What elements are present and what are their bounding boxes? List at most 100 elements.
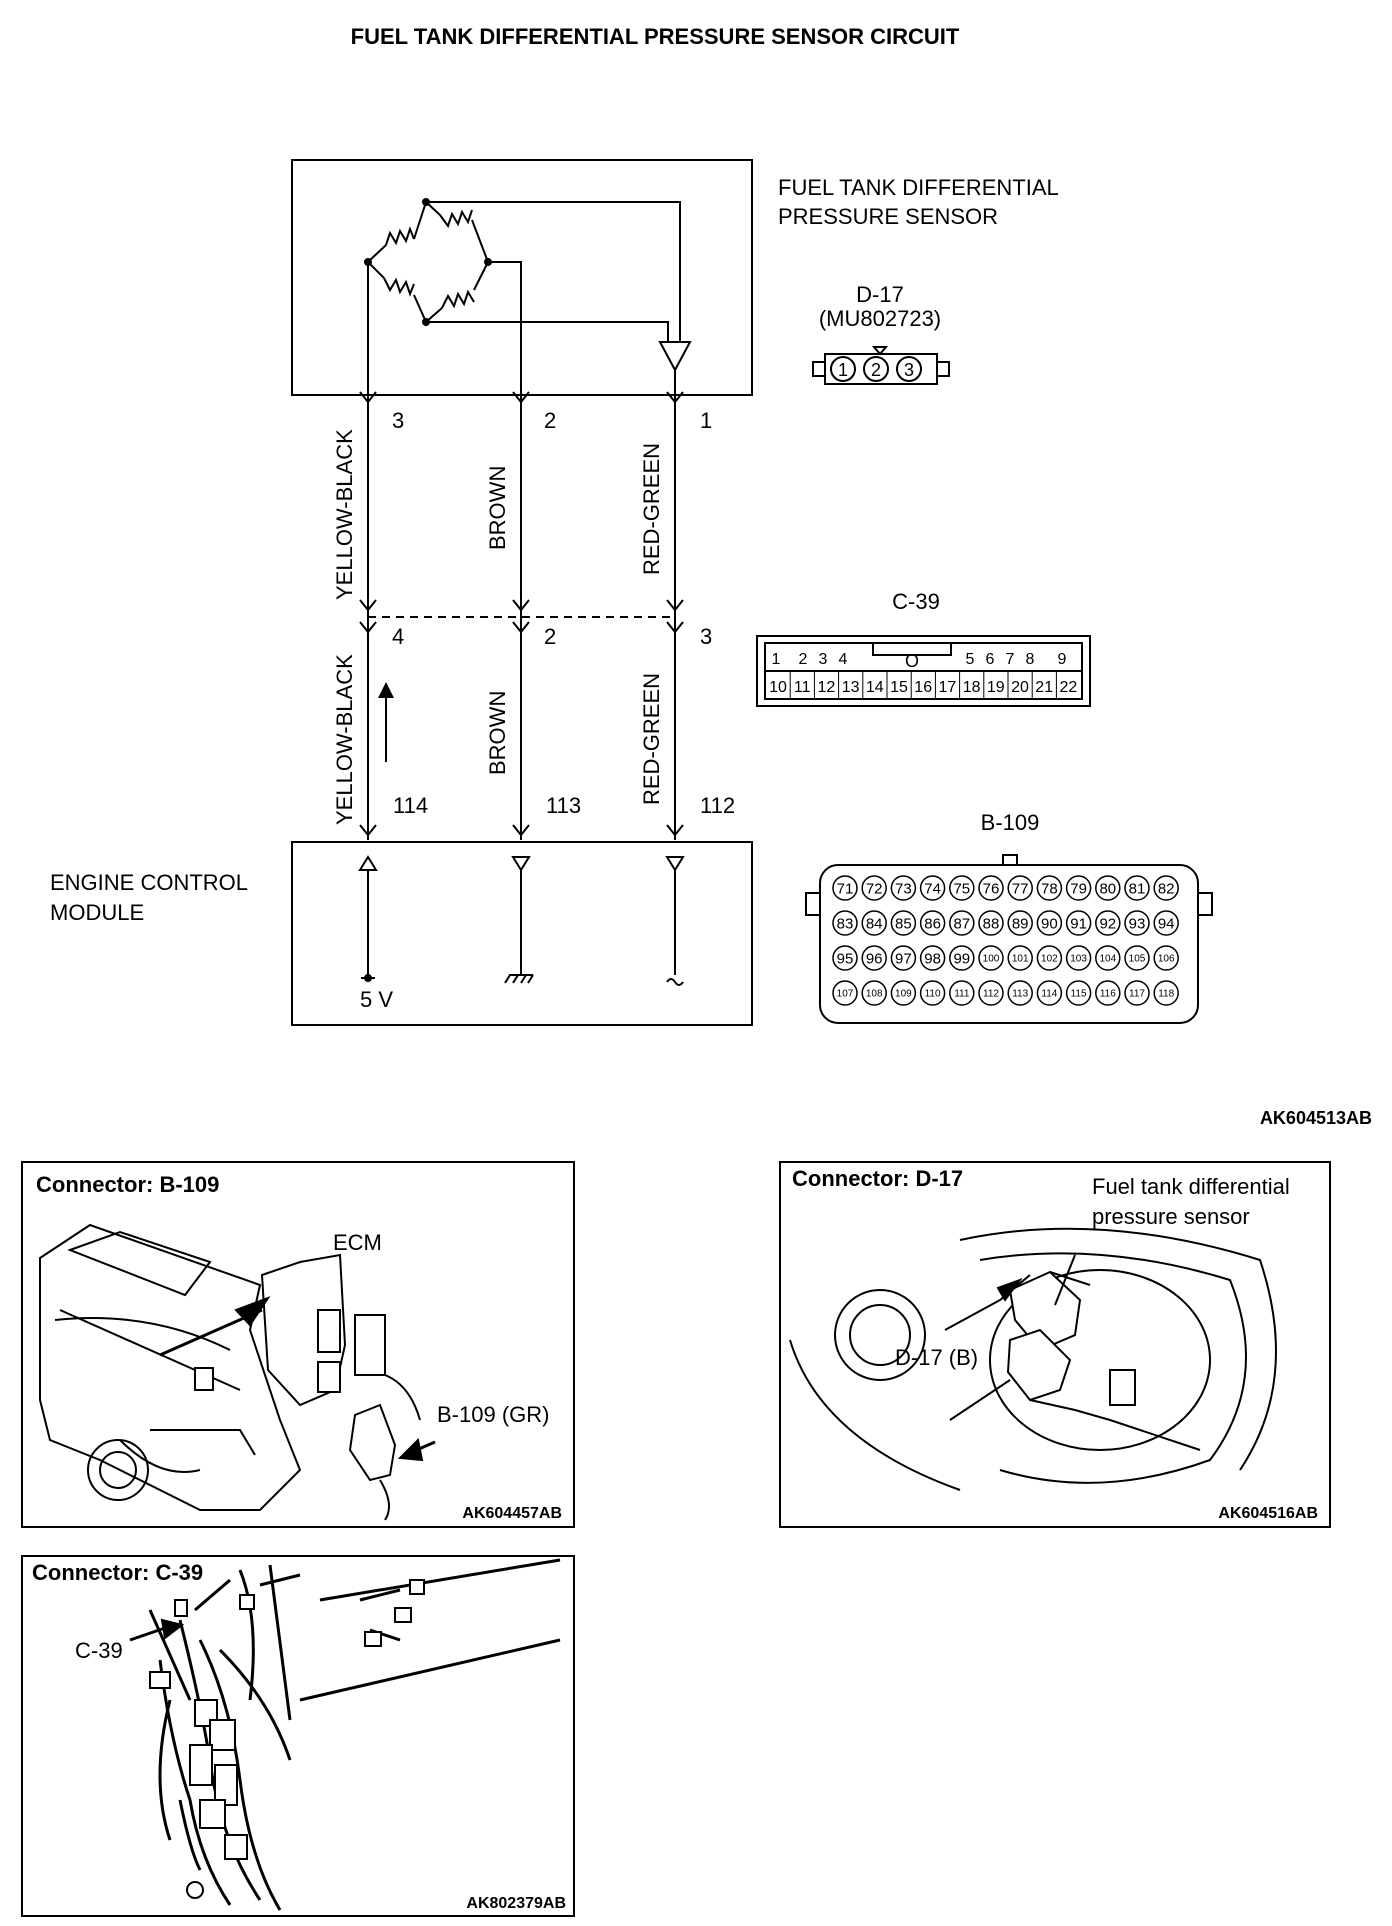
b109-pin-circle [832,875,858,901]
b109-pin: 107 [837,989,854,1000]
b109-pin-circle [890,945,917,971]
b109-pin-circle [919,910,946,936]
b109-pin: 113 [1012,989,1028,1000]
b109-pin-circle [1153,875,1179,901]
b109-pin-circle [978,875,1004,901]
b109-pin-circle [890,875,917,901]
c39-pin: 19 [987,679,1005,696]
c39-pin: 15 [890,679,908,696]
b109-pin: 115 [1071,989,1087,1000]
b109-pin: 99 [953,950,970,967]
b109-pin: 89 [1012,915,1029,932]
pin-number: 114 [393,793,428,818]
panel-d17-title: Connector: D-17 [792,1166,963,1191]
panel-c39-conn: C-39 [75,1638,123,1663]
b109-pin: 76 [983,880,1000,897]
panel-d17-label-2: pressure sensor [1092,1204,1250,1229]
b109-pin: 112 [983,989,999,1000]
b109-pin: 106 [1158,954,1175,965]
d17-pin: 1 [838,360,848,380]
d17-pin: 2 [871,360,881,380]
b109-pin-circle [919,875,946,901]
b109-pin-circle [1153,910,1179,936]
b109-pin: 96 [866,950,883,967]
b109-pin-circle [1153,945,1179,971]
pin-number: 2 [544,624,556,649]
b109-pin-circle [1065,980,1092,1006]
b109-pin: 98 [924,950,941,967]
b109-pin: 100 [983,954,1000,965]
c39-pin: 3 [819,651,828,668]
b109-pin-circle [832,980,858,1006]
panel-d17-code: AK604516AB [1218,1505,1318,1522]
panel-c39-code: AK802379AB [466,1895,566,1912]
c39-pin: 5 [966,651,975,668]
b109-pin-circle [1124,945,1150,971]
b109-pin: 103 [1070,954,1087,965]
wire-label-brown-upper: BROWN [485,466,510,550]
b109-pin: 91 [1070,915,1087,932]
b109-pin-circle [949,980,975,1006]
panel-c39: Connector: C-39 [21,1555,575,1917]
b109-pin: 110 [925,989,941,1000]
b109-pin-circle [832,945,858,971]
b109-pin: 90 [1041,915,1058,932]
b109-pin: 86 [924,915,941,932]
panel-d17-label-1: Fuel tank differential [1092,1174,1290,1199]
b109-pin: 80 [1099,880,1116,897]
b109-pin-circle [978,910,1004,936]
b109-pin-circle [1124,910,1150,936]
b109-pin: 94 [1158,915,1175,932]
figure-code: AK604513AB [1260,1108,1372,1128]
b109-pin: 82 [1158,880,1175,897]
b109-pin: 104 [1099,954,1116,965]
b109-pin-circle [890,910,917,936]
pin-number: 3 [392,408,404,433]
b109-pin: 83 [837,915,854,932]
page-title: FUEL TANK DIFFERENTIAL PRESSURE SENSOR C… [351,24,960,49]
b109-pin-circle [1153,980,1179,1006]
c39-pin: 22 [1060,679,1078,696]
b109-pin: 102 [1041,954,1058,965]
c39-connector [756,635,1091,707]
wire-label-red-green-upper: RED-GREEN [639,443,664,575]
wire-label-brown-lower: BROWN [485,691,510,775]
b109-pin-circle [1095,910,1121,936]
b109-pin-circle [1007,910,1033,936]
c39-pin: 10 [769,679,787,696]
c39-pin: 6 [986,651,995,668]
b109-pin-circle [861,875,887,901]
b109-pin: 85 [895,915,912,932]
d17-connector [812,346,950,385]
c39-pin: 7 [1006,651,1015,668]
c39-pin: 14 [866,679,884,696]
c39-pin: 21 [1035,679,1053,696]
panel-b109-code: AK604457AB [462,1505,562,1522]
ecm-internals [358,855,685,986]
c39-pin: 18 [963,679,981,696]
panel-b109-conn: B-109 (GR) [437,1402,549,1427]
b109-pin: 114 [1041,989,1057,1000]
b109-pin: 75 [953,880,970,897]
panel-b109-title: Connector: B-109 [36,1172,219,1197]
b109-pin: 118 [1158,989,1174,1000]
b109-pin-circle [1036,980,1063,1006]
b109-pin-circle [949,875,975,901]
b109-pin: 81 [1129,880,1146,897]
b109-pin-circle [1065,945,1092,971]
b109-pin: 87 [953,915,970,932]
sensor-label-1: FUEL TANK DIFFERENTIAL [778,175,1059,200]
b109-pin: 92 [1099,915,1116,932]
panel-b109-ecm: ECM [333,1230,382,1255]
ecm-unit-illustration [159,1253,436,1521]
b109-pin: 109 [895,989,912,1000]
c39-pin: 9 [1058,651,1067,668]
b109-pin-circle [1065,875,1092,901]
b109-pin: 116 [1100,989,1116,1000]
b109-pin: 88 [983,915,1000,932]
b109-pin-circle [949,945,975,971]
b109-pin-circle [1095,980,1121,1006]
b109-pin-circle [861,980,887,1006]
b109-pin-circle [1036,875,1063,901]
